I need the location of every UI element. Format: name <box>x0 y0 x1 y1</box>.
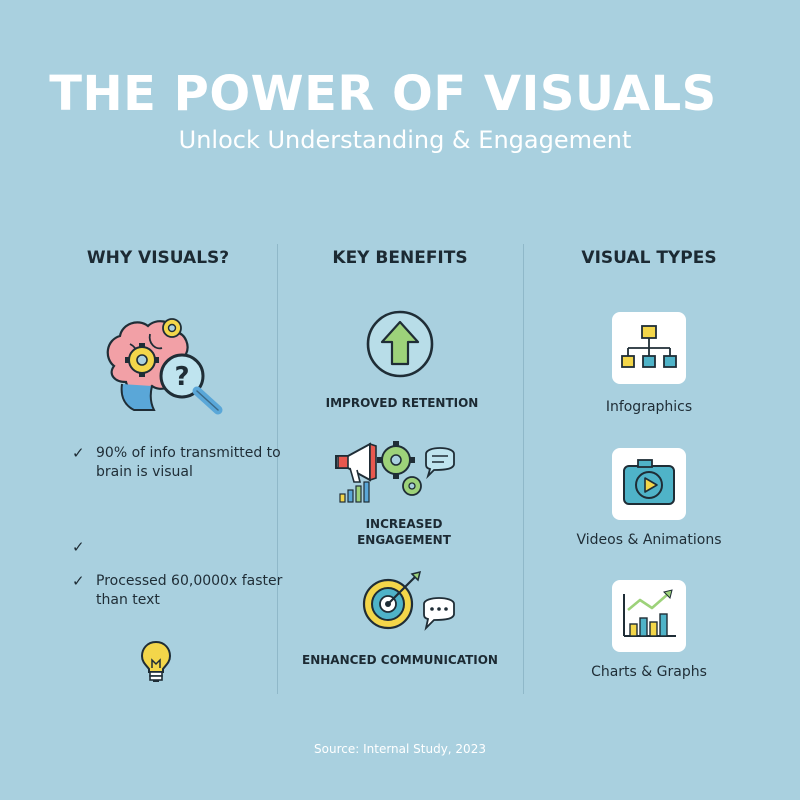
video-play-icon <box>623 459 675 505</box>
column-heading-types: VISUAL TYPES <box>581 248 717 268</box>
page-title: THE POWER OF VISUALS <box>49 66 717 122</box>
target-arrow-chat-icon <box>362 570 455 631</box>
brain-gears-magnifier-icon: ? <box>106 318 223 415</box>
up-arrow-circle-icon <box>366 310 434 378</box>
column-heading-benefits: KEY BENEFITS <box>332 248 468 268</box>
benefit-label-retention: IMPROVED RETENTION <box>325 396 479 410</box>
check-icon: ✓ <box>72 572 85 590</box>
videos-tile <box>612 448 686 520</box>
check-icon: ✓ <box>72 444 85 462</box>
type-label-infographics: Infographics <box>605 399 693 415</box>
benefit-label-communication: ENHANCED COMMUNICATION <box>302 653 498 667</box>
svg-text:?: ? <box>174 362 189 392</box>
type-label-videos: Videos & Animations <box>576 532 722 548</box>
column-heading-why: WHY VISUALS? <box>86 248 230 268</box>
megaphone-gears-chat-icon <box>335 441 455 503</box>
check-icon: ✓ <box>72 538 85 556</box>
flowchart-icon <box>621 325 677 368</box>
page-subtitle: Unlock Understanding & Engagement <box>178 126 632 154</box>
check-item-text: Processed 60,0000x faster than text <box>96 573 283 608</box>
column-divider-left <box>277 244 278 694</box>
column-divider-right <box>523 244 524 694</box>
charts-tile <box>612 580 686 652</box>
source-note: Source: Internal Study, 2023 <box>314 742 486 756</box>
lightbulb-icon <box>140 640 172 682</box>
benefit-label-engagement: INCREASED ENGAGEMENT <box>357 517 451 547</box>
type-label-charts: Charts & Graphs <box>591 664 707 680</box>
check-item-text: 90% of info transmitted to brain is visu… <box>96 445 281 480</box>
infographics-tile <box>612 312 686 384</box>
bar-line-chart-icon <box>623 589 676 637</box>
